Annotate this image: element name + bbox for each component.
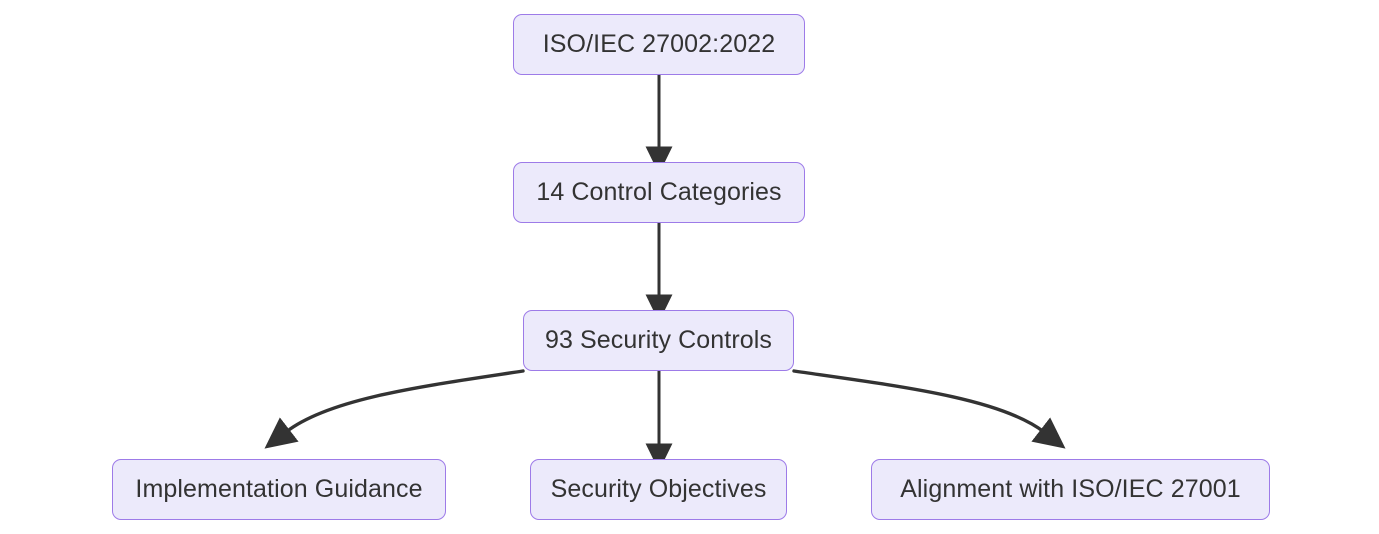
node-label: 93 Security Controls bbox=[544, 326, 773, 354]
node-alignment-with-iso-iec-27001[interactable]: Alignment with ISO/IEC 27001 bbox=[871, 459, 1270, 520]
node-label: 14 Control Categories bbox=[536, 178, 782, 206]
edge-controls-to-alignment bbox=[792, 369, 1066, 449]
node-14-control-categories[interactable]: 14 Control Categories bbox=[513, 162, 805, 223]
node-implementation-guidance[interactable]: Implementation Guidance bbox=[112, 459, 446, 520]
node-security-objectives[interactable]: Security Objectives bbox=[530, 459, 787, 520]
node-label: ISO/IEC 27002:2022 bbox=[542, 30, 776, 58]
node-label: Security Objectives bbox=[550, 475, 767, 503]
edge-controls-to-implementation bbox=[264, 369, 525, 449]
node-iso-iec-27002-2022[interactable]: ISO/IEC 27002:2022 bbox=[513, 14, 805, 75]
node-label: Implementation Guidance bbox=[135, 475, 423, 503]
node-93-security-controls[interactable]: 93 Security Controls bbox=[523, 310, 794, 371]
node-label: Alignment with ISO/IEC 27001 bbox=[900, 475, 1241, 503]
